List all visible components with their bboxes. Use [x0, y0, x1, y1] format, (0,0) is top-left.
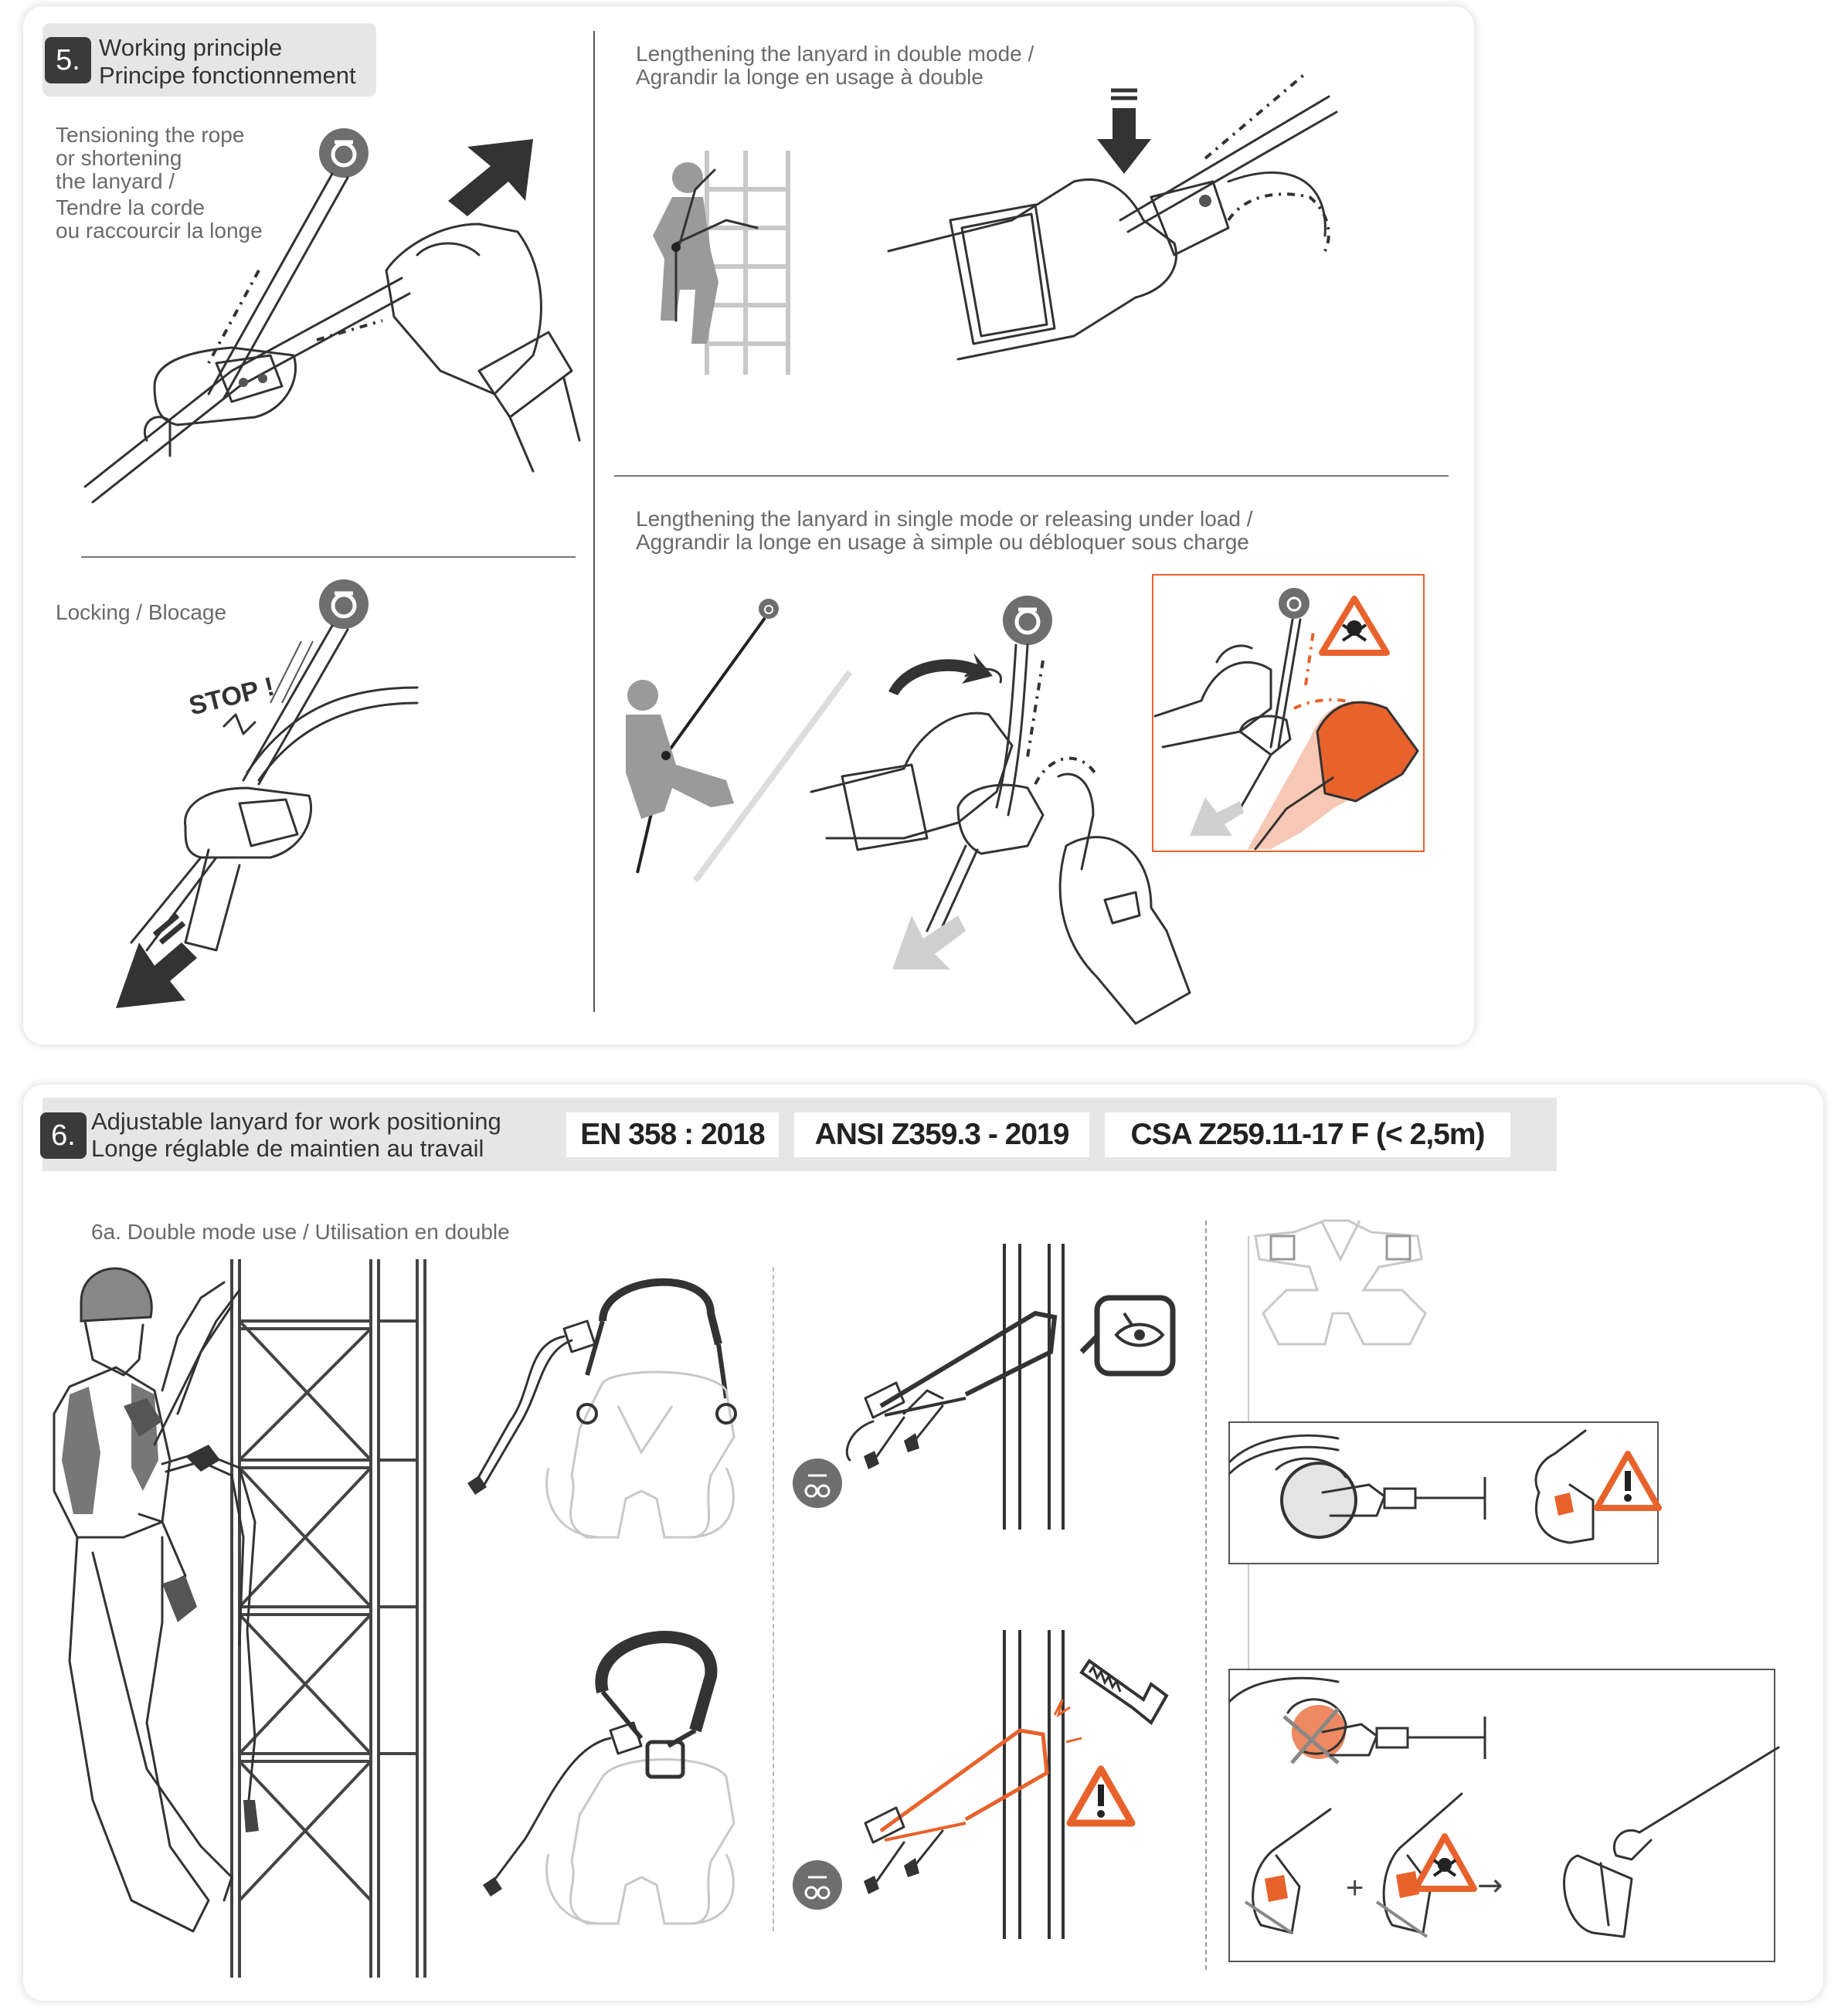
- single-mode-caption: Lengthening the lanyard in single mode o…: [636, 508, 1253, 554]
- anchor-icon: [319, 128, 369, 178]
- caption-line: Lengthening the lanyard in single mode o…: [636, 507, 1253, 531]
- worker-tower-illustration: [53, 1259, 426, 1978]
- divider: [773, 1267, 774, 1931]
- tension-caption: Tensioning the rope or shortening the la…: [56, 124, 263, 243]
- danger-skull-icon: [1412, 1833, 1477, 1892]
- section-5-title-fr: Principe fonctionnement: [99, 62, 356, 89]
- connector-detail-illustration: [1228, 1429, 1662, 1544]
- locking-illustration: STOP !: [116, 579, 419, 1008]
- divider: [1205, 1221, 1207, 1970]
- tension-caption-line: ou raccourcir la longe: [56, 219, 263, 243]
- warning-icon: [1066, 1765, 1136, 1827]
- subsection-6a-caption: 6a. Double mode use / Utilisation en dou…: [91, 1220, 510, 1244]
- section-6-title-en: Adjustable lanyard for work positioning: [91, 1108, 501, 1135]
- locking-caption: Locking / Blocage: [56, 600, 227, 624]
- harness-connect-icon: [793, 1860, 842, 1910]
- pole-correct-illustration: [793, 1244, 1176, 1530]
- tension-caption-line: or shortening: [56, 146, 182, 170]
- arrow-symbol: →: [1477, 1868, 1503, 1903]
- section-5-title-en: Working principle: [99, 34, 283, 61]
- standard-en358: EN 358 : 2018: [566, 1112, 779, 1157]
- danger-box-illustration: [1153, 588, 1419, 851]
- section-6-title-fr: Longe réglable de maintien au travail: [91, 1135, 484, 1162]
- eye-inspect-icon: [1079, 1295, 1176, 1377]
- danger-skull-icon: [1319, 596, 1390, 656]
- standard-ansi: ANSI Z359.3 - 2019: [794, 1112, 1089, 1157]
- harness-double-alt-illustration: [483, 1631, 735, 1925]
- caption-line: Lengthening the lanyard in double mode /: [636, 42, 1034, 66]
- warning-icon: [1594, 1451, 1662, 1511]
- saw-icon: [1079, 1659, 1169, 1726]
- single-mode-hands-illustration: [810, 596, 1191, 1025]
- caption-line: Agrandir la longe en usage à double: [636, 65, 983, 89]
- double-mode-climber-illustration: [653, 151, 790, 375]
- anchor-icon: [319, 579, 369, 629]
- single-mode-climber-illustration: [626, 599, 853, 883]
- bad-connection-illustration: + →: [1228, 1676, 1780, 1938]
- divider: [614, 475, 1449, 477]
- pole-incorrect-illustration: [793, 1630, 1169, 1939]
- tension-caption-line: Tendre la corde: [56, 195, 206, 219]
- harness-double-illustration: [467, 1278, 737, 1539]
- harness-connect-icon: [793, 1459, 842, 1508]
- anchor-icon: [759, 599, 779, 619]
- standard-csa: CSA Z259.11-17 F (< 2,5m): [1105, 1112, 1510, 1157]
- tension-caption-line: Tensioning the rope: [56, 123, 245, 147]
- anchor-icon: [1003, 596, 1052, 645]
- plus-symbol: +: [1346, 1871, 1364, 1905]
- vertical-divider: [593, 31, 595, 1012]
- stop-text: STOP !: [186, 672, 277, 722]
- section-5-number: 5.: [45, 37, 91, 83]
- anchor-icon: [1279, 588, 1310, 619]
- divider: [81, 556, 576, 558]
- tension-caption-line: the lanyard /: [56, 169, 175, 193]
- section-6-number: 6.: [40, 1112, 87, 1159]
- section-5-header: [42, 23, 376, 97]
- double-mode-caption: Lengthening the lanyard in double mode /…: [636, 42, 1034, 89]
- caption-line: Aggrandir la longe en usage à simple ou …: [636, 530, 1249, 554]
- harness-faded-illustration: [1254, 1219, 1427, 1346]
- tension-illustration: [83, 128, 581, 504]
- double-mode-hand-illustration: [887, 72, 1338, 361]
